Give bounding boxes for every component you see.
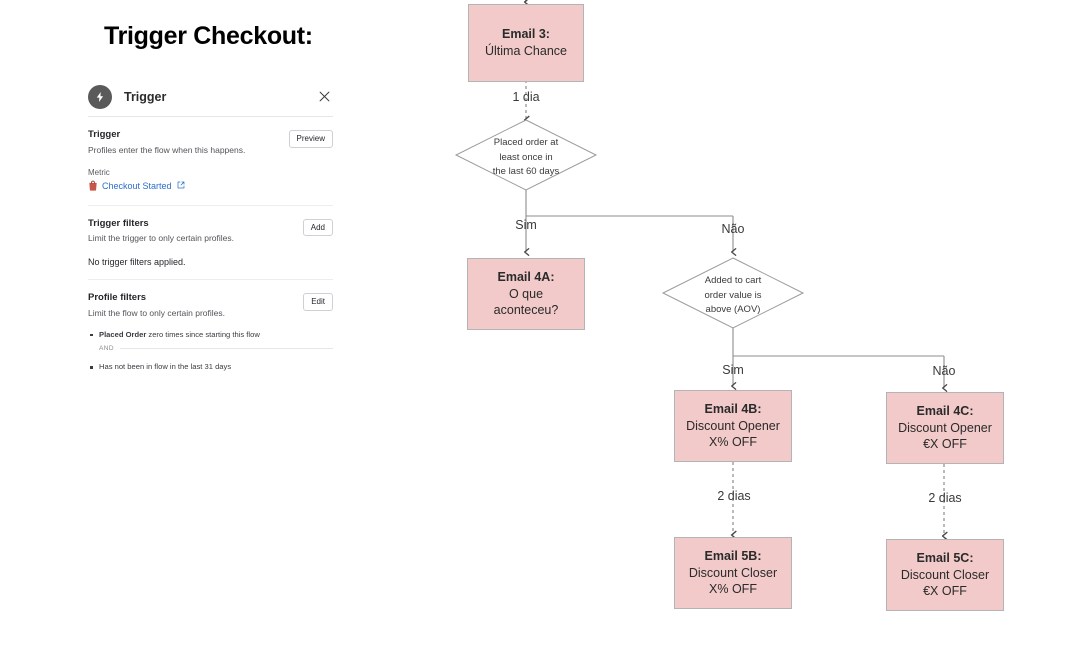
edge-label-2dias-b: 2 dias xyxy=(717,489,751,503)
node-email5c-title: Email 5C: xyxy=(916,550,974,565)
node-email4b-title: Email 4B: xyxy=(704,401,762,416)
node-email5c-line1: Discount Closer xyxy=(900,567,990,582)
node-email4c-title: Email 4C: xyxy=(916,403,974,418)
profile-filter-list: Placed Order zero times since starting t… xyxy=(88,329,333,340)
metric-link-text: Checkout Started xyxy=(102,181,172,192)
close-icon[interactable] xyxy=(316,88,333,106)
node-email4c[interactable]: Email 4C: Discount Opener €X OFF xyxy=(886,392,1004,464)
edge-label-cond1-yes: Sim xyxy=(515,218,537,232)
node-email5c-line2: €X OFF xyxy=(923,584,967,599)
trigger-card: Trigger Trigger Profiles enter the flow … xyxy=(88,78,333,384)
shopify-bag-icon xyxy=(88,180,98,193)
edge-label-cond2-no: Não xyxy=(932,364,956,378)
node-email5b[interactable]: Email 5B: Discount Closer X% OFF xyxy=(674,537,792,609)
edit-profile-filters-button[interactable]: Edit xyxy=(303,293,333,311)
trigger-filters-subtitle: Limit the trigger to only certain profil… xyxy=(88,233,234,244)
flow-connectors xyxy=(454,0,948,541)
metric-label: Metric xyxy=(88,167,110,177)
divider-trigger xyxy=(88,204,333,206)
section-trigger-filters: Trigger filters Limit the trigger to onl… xyxy=(88,206,333,280)
filter-conjunction: AND xyxy=(99,345,333,352)
profile-filter-item: Placed Order zero times since starting t… xyxy=(88,329,333,340)
node-email4c-line2: €X OFF xyxy=(923,437,967,452)
filter-conjunction-label: AND xyxy=(99,345,114,353)
node-email3[interactable]: Email 3: Última Chance xyxy=(468,4,584,82)
external-link-icon xyxy=(177,181,185,191)
profile-filter-text: zero times since starting this flow xyxy=(146,329,260,339)
metric-link-checkout-started[interactable]: Checkout Started xyxy=(88,180,333,193)
divider-trigger-filters xyxy=(88,279,333,281)
node-email4b-line2: X% OFF xyxy=(709,435,757,450)
trigger-section-subtitle: Profiles enter the flow when this happen… xyxy=(88,144,246,155)
edge-label-cond1-no: Não xyxy=(721,222,745,236)
section-trigger: Trigger Profiles enter the flow when thi… xyxy=(88,117,333,205)
flowchart: Email 3: Última Chance 1 dia Placed orde… xyxy=(380,0,1074,672)
edge-label-cond2-yes: Sim xyxy=(722,363,744,377)
profile-filter-metric: Placed Order xyxy=(99,329,147,339)
trigger-card-title: Trigger xyxy=(124,90,167,104)
profile-filter-item: Has not been in flow in the last 31 days xyxy=(88,361,333,372)
profile-filters-subtitle: Limit the flow to only certain profiles. xyxy=(88,307,226,318)
bolt-icon xyxy=(88,85,112,109)
node-email5c[interactable]: Email 5C: Discount Closer €X OFF xyxy=(886,539,1004,611)
section-profile-filters: Profile filters Limit the flow to only c… xyxy=(88,280,333,384)
trigger-filters-title: Trigger filters xyxy=(88,217,149,229)
trigger-filters-empty-text: No trigger filters applied. xyxy=(88,257,186,268)
node-email3-title: Email 3: xyxy=(502,27,550,42)
node-email3-line1: Última Chance xyxy=(485,44,567,58)
node-email4a-line2: aconteceu? xyxy=(493,303,559,318)
edge-label-1dia: 1 dia xyxy=(512,90,540,104)
edge-label-2dias-c: 2 dias xyxy=(928,491,962,505)
node-email4b[interactable]: Email 4B: Discount Opener X% OFF xyxy=(674,390,792,462)
filter-conjunction-rule xyxy=(119,348,333,350)
profile-filters-title: Profile filters xyxy=(88,292,147,304)
node-email4b-line1: Discount Opener xyxy=(686,418,780,433)
trigger-section-title: Trigger xyxy=(88,129,121,140)
profile-filter-text: Has not been in flow in the last 31 days xyxy=(99,362,232,372)
left-panel: Trigger Checkout: Trigger Trigger Profil xyxy=(0,0,380,672)
profile-filter-list-2: Has not been in flow in the last 31 days xyxy=(88,361,333,372)
preview-button[interactable]: Preview xyxy=(288,130,333,148)
node-email5b-line2: X% OFF xyxy=(709,582,757,597)
node-email5b-title: Email 5B: xyxy=(704,548,762,563)
node-email4a-line1: O que xyxy=(508,286,544,301)
node-email4a-title: Email 4A: xyxy=(497,269,555,284)
trigger-card-header: Trigger xyxy=(88,78,333,116)
node-email4c-line1: Discount Opener xyxy=(898,420,992,435)
node-email5b-line1: Discount Closer xyxy=(688,565,778,580)
add-trigger-filter-button[interactable]: Add xyxy=(302,218,333,237)
page-title: Trigger Checkout: xyxy=(104,22,313,50)
divider-header xyxy=(88,116,333,117)
node-email4a[interactable]: Email 4A: O que aconteceu? xyxy=(467,258,585,330)
